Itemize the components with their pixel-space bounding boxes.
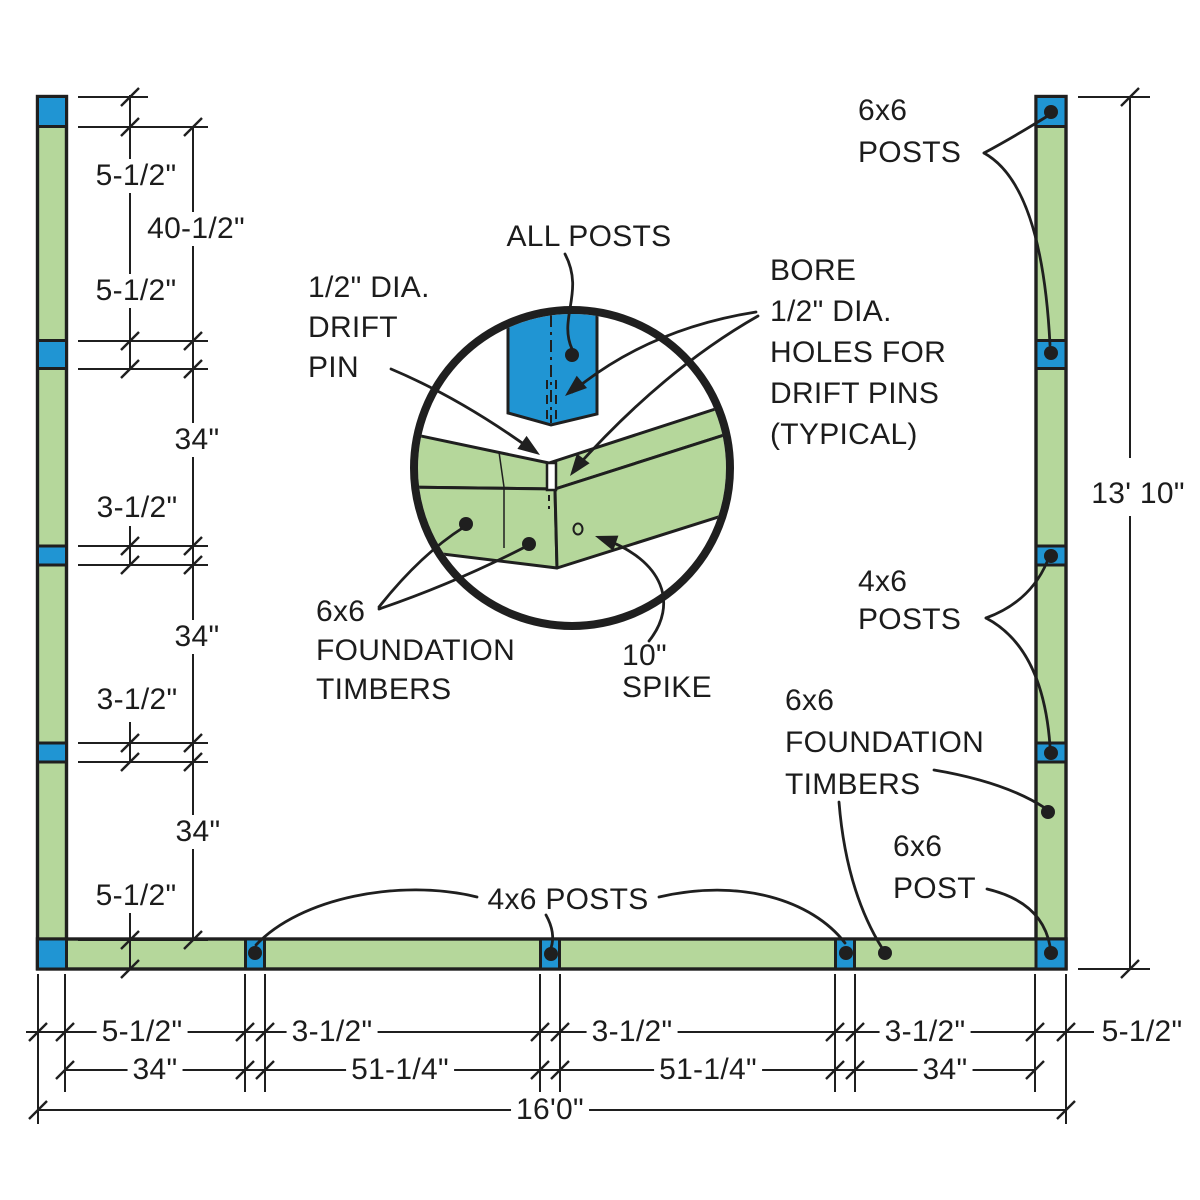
dim-left-6: 3-1/2" xyxy=(91,683,183,717)
dim-right-total: 13' 10" xyxy=(1086,477,1190,511)
dim-bottom-r2-1: 51-1/4" xyxy=(346,1053,454,1087)
posts-4x6-side-label: 4x6 POSTS xyxy=(858,565,962,636)
dim-left-4: 3-1/2" xyxy=(91,491,183,525)
drift-pin-label: 1/2" DIA. DRIFT PIN xyxy=(308,271,430,384)
dim-bottom-r1-2: 3-1/2" xyxy=(586,1015,678,1049)
dim-bottom-r1-1: 3-1/2" xyxy=(286,1015,378,1049)
left-dimension-chain xyxy=(78,86,208,980)
dim-bottom-r2-2: 51-1/4" xyxy=(654,1053,762,1087)
posts-plan xyxy=(36,95,1068,971)
post-left-4 xyxy=(36,741,68,764)
dim-bottom-r1-3: 3-1/2" xyxy=(879,1015,971,1049)
detail-post xyxy=(506,314,599,427)
post-6x6-label: 6x6 POST xyxy=(893,830,976,905)
right-foundation-timber xyxy=(1034,94,1068,971)
dim-bottom-r2-0: 34" xyxy=(127,1053,183,1087)
post-left-1 xyxy=(36,95,68,128)
dim-left-0: 5-1/2" xyxy=(90,159,182,193)
left-foundation-timber xyxy=(35,94,69,971)
corner-detail-inset xyxy=(410,306,734,630)
foundation-timbers-right-label: 6x6 FOUNDATION TIMBERS xyxy=(785,684,985,801)
posts-6x6-label: 6x6 POSTS xyxy=(858,94,962,169)
dim-left-2: 5-1/2" xyxy=(90,274,182,308)
right-dimension-chain xyxy=(1078,86,1150,980)
foundation-timbers-left-label: 6x6 FOUNDATION TIMBERS xyxy=(316,595,516,706)
detail-circle-border xyxy=(410,306,734,630)
all-posts-label: ALL POSTS xyxy=(506,220,672,253)
dim-left-5: 34" xyxy=(169,620,225,654)
posts-4x6-bottom-label: 4x6 POSTS xyxy=(487,883,649,916)
leader-lines xyxy=(254,115,1052,950)
dim-left-1: 40-1/2" xyxy=(142,212,250,246)
bore-holes-label: BORE 1/2" DIA. HOLES FOR DRIFT PINS (TYP… xyxy=(770,254,947,451)
dim-left-7: 34" xyxy=(170,815,226,849)
post-left-3 xyxy=(36,544,68,567)
post-left-2 xyxy=(36,339,68,370)
detail-drift-pin xyxy=(545,461,558,492)
dim-bottom-r1-0: 5-1/2" xyxy=(96,1015,188,1049)
dim-bottom-r2-3: 34" xyxy=(917,1053,973,1087)
dim-bottom-total: 16'0" xyxy=(511,1093,589,1127)
dim-left-8: 5-1/2" xyxy=(90,879,182,913)
post-corner-left xyxy=(36,937,68,971)
detail-spike-hole xyxy=(572,522,584,536)
dim-bottom-r1-4: 5-1/2" xyxy=(1096,1015,1188,1049)
spike-label: 10" SPIKE xyxy=(622,639,712,704)
dim-left-3: 34" xyxy=(169,423,225,457)
